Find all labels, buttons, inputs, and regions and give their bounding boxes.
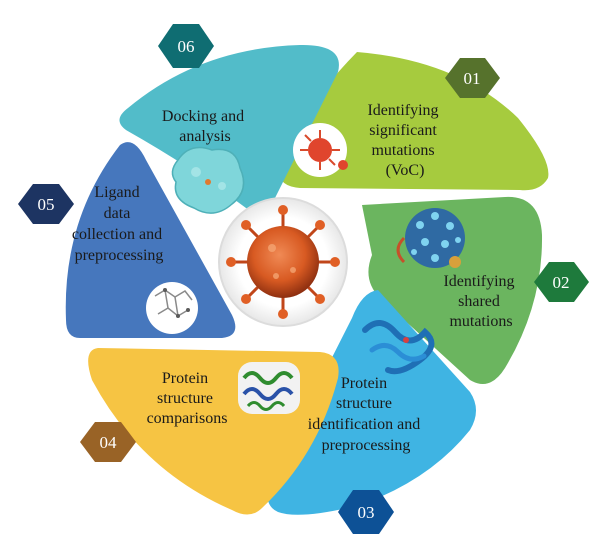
badge-04-shape	[80, 422, 136, 462]
badge-04: 04	[80, 422, 136, 462]
segment-02-line-2: shared	[458, 293, 500, 310]
docking-surface-icon	[171, 146, 245, 214]
segment-05-line-3: collection and	[72, 226, 162, 243]
badge-03-number: 03	[358, 503, 375, 522]
segment-02-line-1: Identifying	[443, 273, 514, 290]
segment-03-line-1: Protein	[341, 375, 387, 392]
badge-05: 05	[18, 184, 74, 224]
segment-01-label: Identifying significant mutations (VoC)	[367, 102, 442, 179]
badge-05-number: 05	[38, 195, 55, 214]
segment-04-line-1: Protein	[162, 370, 208, 387]
segment-04-line-3: comparisons	[147, 410, 228, 427]
segment-02-line-3: mutations	[449, 313, 512, 330]
segment-01-line-4: (VoC)	[386, 162, 425, 179]
badge-05-shape	[18, 184, 74, 224]
segment-03	[267, 290, 476, 515]
badge-06: 06	[158, 24, 214, 68]
segment-06-line-2: analysis	[179, 128, 231, 145]
mutation-particle-icon	[396, 208, 465, 268]
segment-03-line-3: identification and	[308, 416, 420, 433]
badge-06-number: 06	[178, 37, 195, 56]
protein-ribbon-icon	[362, 320, 435, 375]
segment-03-label: Protein structure identification and pre…	[308, 375, 424, 454]
segment-05-line-4: preprocessing	[75, 247, 164, 264]
protein-helix-icon	[238, 362, 300, 414]
ligand-molecule-icon	[146, 282, 198, 334]
badge-02-shape	[534, 262, 589, 302]
segment-03-line-4: preprocessing	[322, 437, 411, 454]
segment-05-line-1: Ligand	[94, 184, 139, 201]
badge-04-number: 04	[100, 433, 118, 452]
segment-01-line-3: mutations	[371, 142, 434, 159]
segment-06-label: Docking and analysis	[162, 108, 248, 145]
center-virus	[218, 197, 348, 327]
badge-02: 02	[534, 262, 589, 302]
badge-01-number: 01	[464, 69, 481, 88]
coronavirus-icon	[226, 205, 340, 319]
virus-particle-icon	[293, 123, 348, 177]
badge-01: 01	[445, 58, 500, 98]
badge-02-number: 02	[553, 273, 570, 292]
segment-03-line-2: structure	[336, 395, 392, 412]
segment-01	[279, 52, 549, 191]
segment-02-label: Identifying shared mutations	[443, 273, 518, 330]
badge-01-shape	[445, 58, 500, 98]
badge-03-shape	[338, 490, 394, 534]
segment-04-label: Protein structure comparisons	[147, 370, 228, 427]
segment-06	[119, 44, 339, 213]
segment-01-line-2: significant	[369, 122, 437, 139]
segment-01-line-1: Identifying	[367, 102, 438, 119]
segment-06-line-1: Docking and	[162, 108, 244, 125]
segment-04-line-2: structure	[157, 390, 213, 407]
badge-06-shape	[158, 24, 214, 68]
segment-05-label: Ligand data collection and preprocessing	[72, 184, 166, 264]
segment-05-line-2: data	[104, 205, 131, 222]
badge-03: 03	[338, 490, 394, 534]
segment-05	[65, 142, 236, 338]
